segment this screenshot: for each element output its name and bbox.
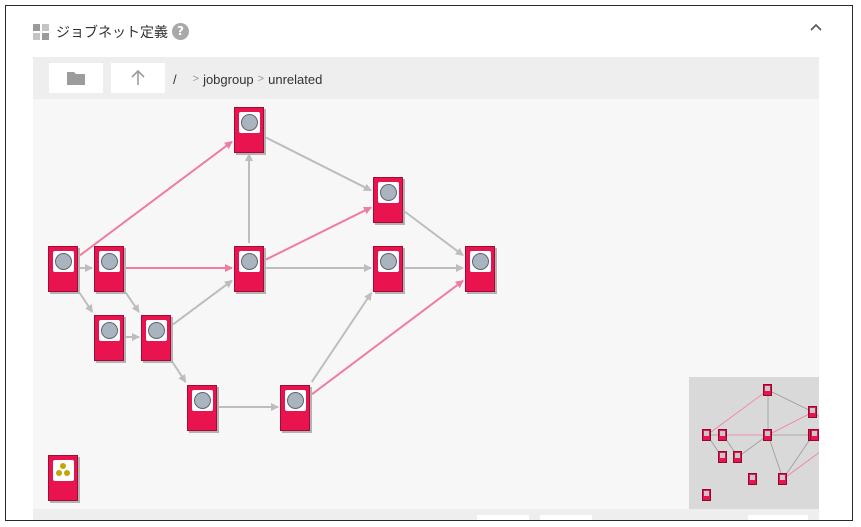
help-icon[interactable]: ? bbox=[172, 23, 189, 40]
job-node-n11[interactable] bbox=[465, 246, 495, 292]
job-node-n10[interactable] bbox=[280, 385, 310, 431]
minimap-node bbox=[763, 429, 772, 441]
minimap-node bbox=[733, 451, 742, 463]
job-icon bbox=[239, 112, 260, 133]
folder-icon bbox=[67, 72, 85, 85]
jobnet-group-icon bbox=[53, 460, 74, 481]
horizontal-scrollbar[interactable] bbox=[33, 509, 819, 520]
job-icon bbox=[192, 390, 213, 411]
minimap-node bbox=[718, 429, 727, 441]
job-icon bbox=[99, 251, 120, 272]
edge-n6-n5 bbox=[172, 279, 233, 326]
job-node-n5[interactable] bbox=[234, 246, 264, 292]
minimap-node bbox=[748, 473, 757, 485]
job-node-n6[interactable] bbox=[141, 315, 171, 361]
minimap-node bbox=[810, 429, 819, 441]
job-node-n3[interactable] bbox=[94, 315, 124, 361]
breadcrumb: / > jobgroup > unrelated bbox=[173, 69, 322, 89]
job-icon bbox=[53, 251, 74, 272]
job-node-n2[interactable] bbox=[94, 246, 124, 292]
edge-n1-n3 bbox=[78, 292, 94, 313]
edge-n2-n6 bbox=[125, 292, 140, 313]
job-node-n9[interactable] bbox=[187, 385, 217, 431]
folder-button[interactable] bbox=[49, 63, 103, 93]
jobnet-canvas[interactable] bbox=[33, 99, 819, 509]
job-icon bbox=[378, 251, 399, 272]
jobnet-definition-panel: ジョブネット定義 ? / > jobgroup > unrelated bbox=[5, 5, 853, 521]
grid-icon bbox=[33, 24, 49, 40]
chevron-up-icon[interactable] bbox=[806, 18, 826, 38]
edge-layer bbox=[78, 136, 464, 411]
edge-n7-n11 bbox=[404, 210, 464, 257]
edge-n5-n7 bbox=[265, 206, 372, 261]
chevron-right-icon: > bbox=[257, 73, 265, 85]
minimap[interactable] bbox=[689, 377, 819, 509]
edge-n6-n9 bbox=[171, 361, 187, 383]
toolbar: / > jobgroup > unrelated bbox=[33, 57, 819, 99]
minimap-node bbox=[763, 384, 772, 396]
breadcrumb-item-unrelated[interactable]: unrelated bbox=[268, 71, 323, 87]
breadcrumb-item-jobgroup[interactable]: jobgroup bbox=[203, 71, 254, 87]
edge-n4-n7 bbox=[265, 136, 372, 192]
minimap-node bbox=[702, 489, 711, 501]
job-node-n8[interactable] bbox=[373, 246, 403, 292]
job-icon bbox=[239, 251, 260, 272]
breadcrumb-root[interactable]: / bbox=[173, 71, 177, 87]
job-node-n1[interactable] bbox=[48, 246, 78, 292]
minimap-node bbox=[702, 429, 711, 441]
job-icon bbox=[470, 251, 491, 272]
panel-title: ジョブネット定義 bbox=[56, 25, 168, 41]
up-button[interactable] bbox=[111, 63, 165, 93]
edge-n1-n4 bbox=[79, 140, 233, 257]
job-icon bbox=[146, 320, 167, 341]
job-node-n7[interactable] bbox=[373, 177, 403, 223]
edge-n10-n8 bbox=[310, 292, 373, 383]
job-icon bbox=[378, 182, 399, 203]
job-node-n13[interactable] bbox=[48, 455, 78, 501]
job-icon bbox=[285, 390, 306, 411]
chevron-right-icon: > bbox=[192, 73, 200, 85]
job-icon bbox=[99, 320, 120, 341]
edge-n10-n11 bbox=[311, 279, 464, 396]
minimap-node bbox=[808, 406, 817, 418]
job-node-n4[interactable] bbox=[234, 107, 264, 153]
arrow-up-icon bbox=[131, 70, 145, 85]
panel-header: ジョブネット定義 ? bbox=[6, 6, 852, 52]
minimap-node bbox=[718, 451, 727, 463]
minimap-node bbox=[778, 473, 787, 485]
